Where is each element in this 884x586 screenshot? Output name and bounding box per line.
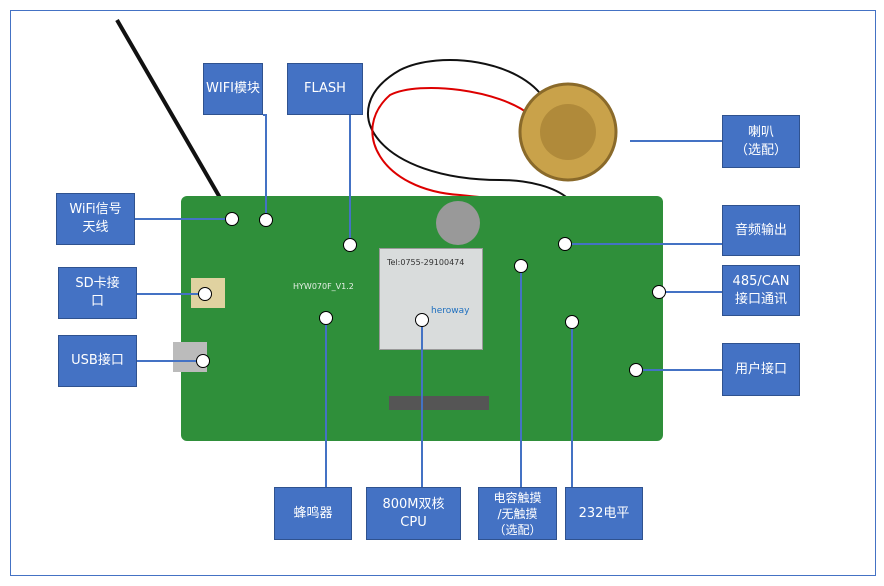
marker-dot (198, 287, 212, 301)
marker-dot (196, 354, 210, 368)
diagram-frame (10, 10, 876, 576)
label-cpu: 800M双核 CPU (366, 487, 461, 540)
marker-dot (225, 212, 239, 226)
label-user-port: 用户接口 (722, 343, 800, 396)
speaker-cone (540, 104, 596, 160)
pcb-board: HYW070F_V1.2 Tel:0755-29100474 heroway (173, 196, 663, 441)
marker-dot (415, 313, 429, 327)
marker-dot (565, 315, 579, 329)
label-sd-card: SD卡接 口 (58, 267, 137, 319)
label-usb: USB接口 (58, 335, 137, 387)
marker-dot (319, 311, 333, 325)
cpu-module (379, 248, 483, 350)
marker-dot (652, 285, 666, 299)
label-audio-out: 音频输出 (722, 205, 800, 256)
label-485-can: 485/CAN 接口通讯 (722, 265, 800, 316)
coin-battery (436, 201, 480, 245)
marker-dot (259, 213, 273, 227)
label-232: 232电平 (565, 487, 643, 540)
board-model: HYW070F_V1.2 (293, 282, 354, 291)
brand: heroway (431, 306, 470, 316)
label-wifi-antenna: WiFi信号 天线 (56, 193, 135, 245)
label-speaker: 喇叭 （选配） (722, 115, 800, 168)
speaker-wire-black (367, 59, 577, 236)
marker-dot (558, 237, 572, 251)
label-wifi-module: WIFI模块 (203, 63, 263, 115)
lcd-connector (389, 396, 489, 410)
label-touch: 电容触摸 /无触摸 （选配） (478, 487, 557, 540)
marker-dot (343, 238, 357, 252)
marker-dot (514, 259, 528, 273)
marker-dot (629, 363, 643, 377)
label-flash: FLASH (287, 63, 363, 115)
label-buzzer: 蜂鸣器 (274, 487, 352, 540)
module-tel: Tel:0755-29100474 (387, 258, 465, 267)
antenna (115, 18, 232, 217)
